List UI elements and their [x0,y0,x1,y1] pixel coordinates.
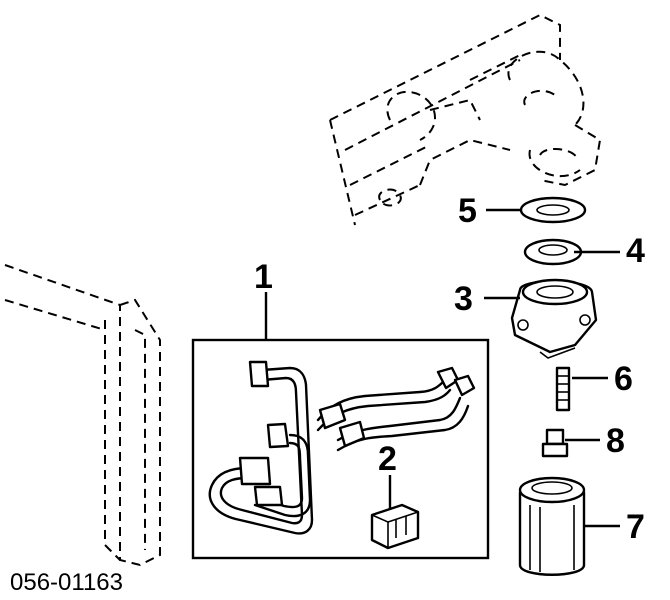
callout-1: 1 [254,258,273,296]
oil-filter-part [518,476,586,576]
callout-8: 8 [606,422,625,460]
callout-2: 2 [378,440,397,478]
callout-7: 7 [626,508,645,546]
engine-block-outline [329,13,602,226]
callout-5: 5 [458,192,477,230]
bolt-part [555,366,571,412]
cooler-line-kit-box [191,338,490,560]
gasket-ring-part [519,196,587,224]
fitting-part [541,428,569,458]
seal-part [523,238,583,266]
filter-adapter-part [510,278,598,359]
radiator-outline [4,264,161,567]
callout-6: 6 [614,360,633,398]
oil-cooler-hose-assembly [208,360,476,535]
callout-3: 3 [454,280,473,318]
callout-4: 4 [626,232,645,270]
hose-clip-part [370,503,420,550]
diagram-code-label: 056-01163 [10,569,123,596]
